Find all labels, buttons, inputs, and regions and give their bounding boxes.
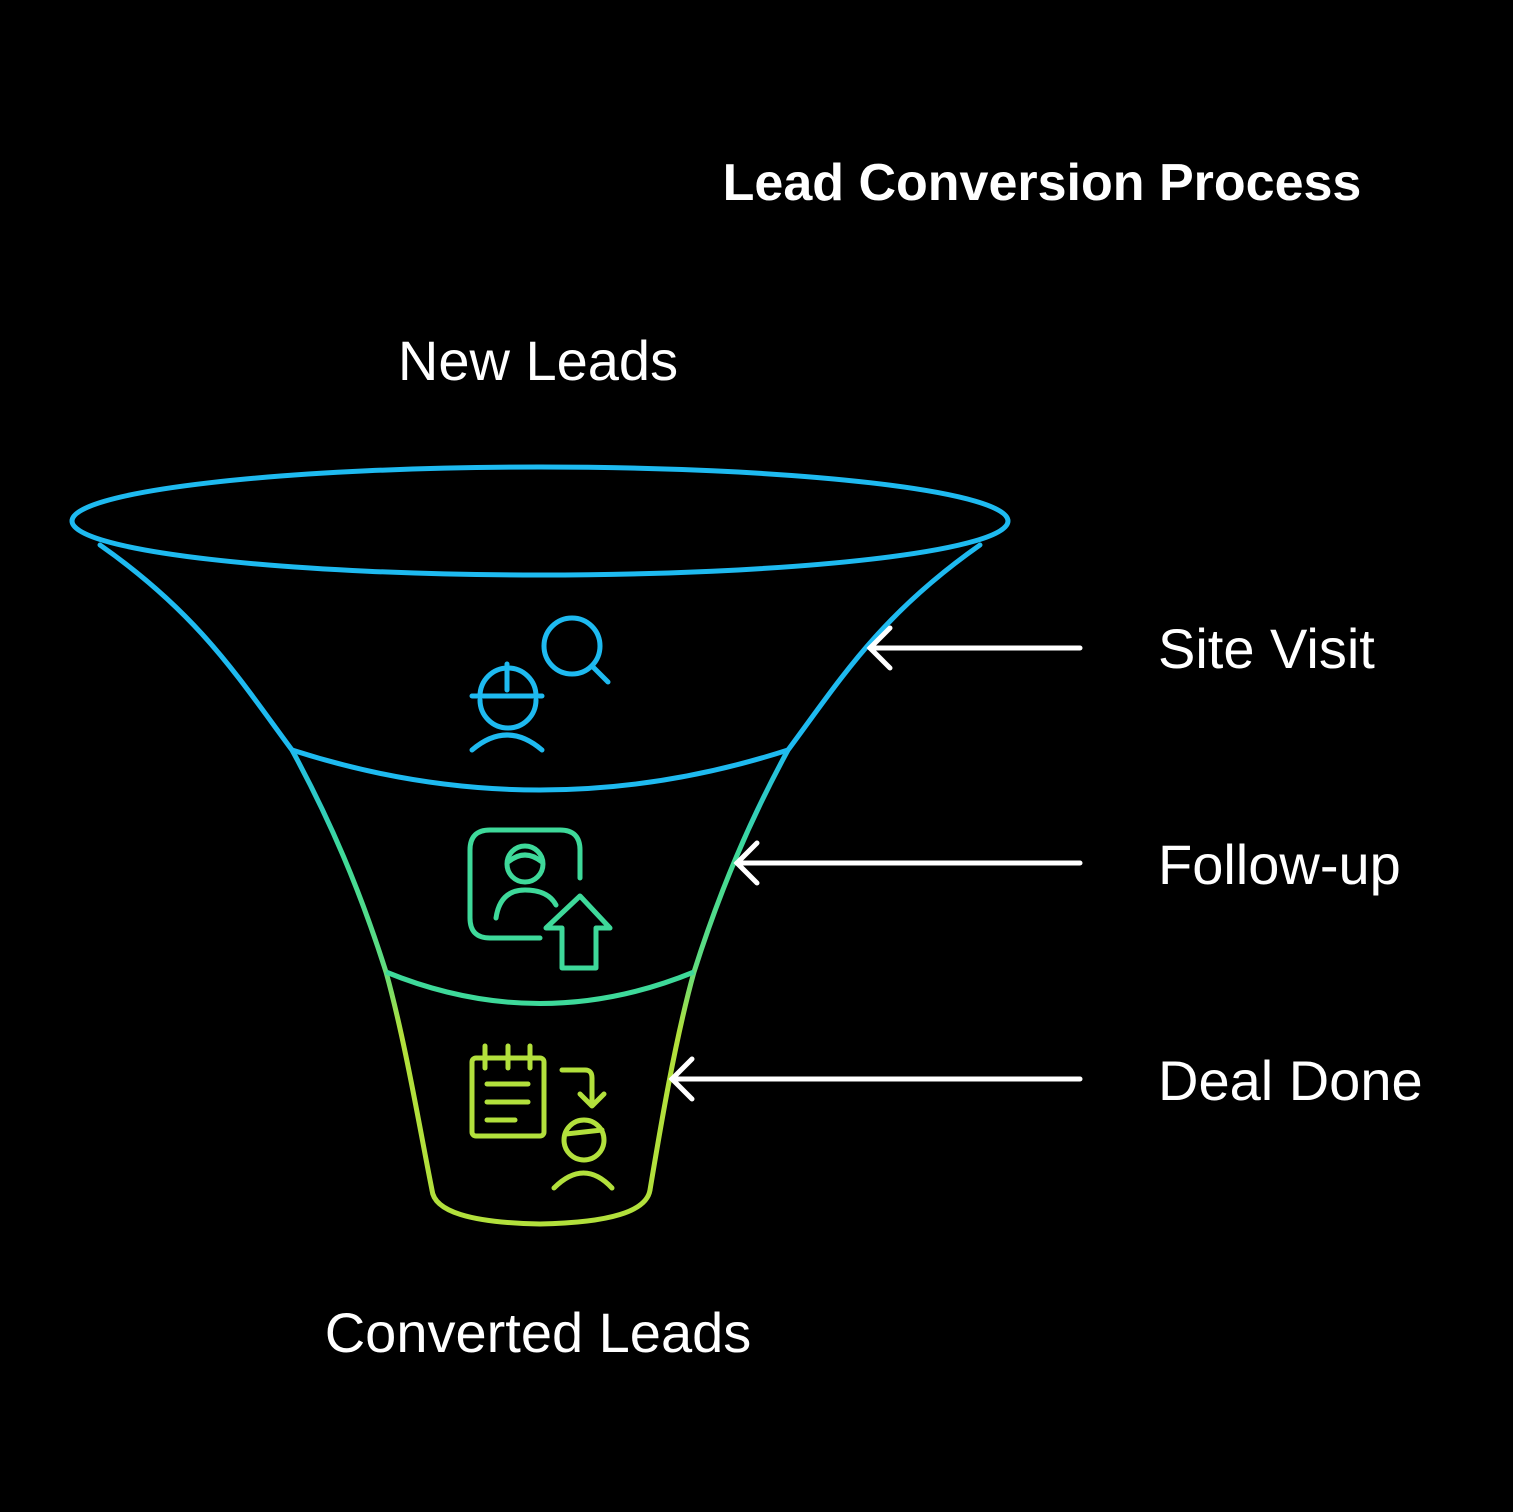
stage-label-deal-done: Deal Done — [1158, 1049, 1423, 1112]
funnel-divider-2 — [385, 969, 695, 1006]
stage-label-follow-up: Follow-up — [1158, 833, 1401, 896]
funnel-bottom — [429, 1189, 653, 1227]
arrow-deal-done — [668, 1056, 1083, 1102]
funnel-left-side — [97, 542, 435, 1193]
arrow-site-visit — [866, 625, 1083, 671]
bottom-label: Converted Leads — [325, 1301, 752, 1364]
engineer-search-icon — [469, 615, 611, 753]
profile-upload-icon — [467, 827, 613, 971]
arrow-follow-up — [733, 840, 1083, 886]
funnel-rim — [69, 464, 1011, 578]
calendar-handoff-icon — [469, 1043, 615, 1191]
funnel-right-side — [647, 542, 983, 1193]
diagram-title: Lead Conversion Process — [723, 154, 1362, 212]
top-label: New Leads — [398, 329, 678, 392]
stage-label-site-visit: Site Visit — [1158, 617, 1375, 680]
funnel-divider-1 — [291, 747, 789, 793]
